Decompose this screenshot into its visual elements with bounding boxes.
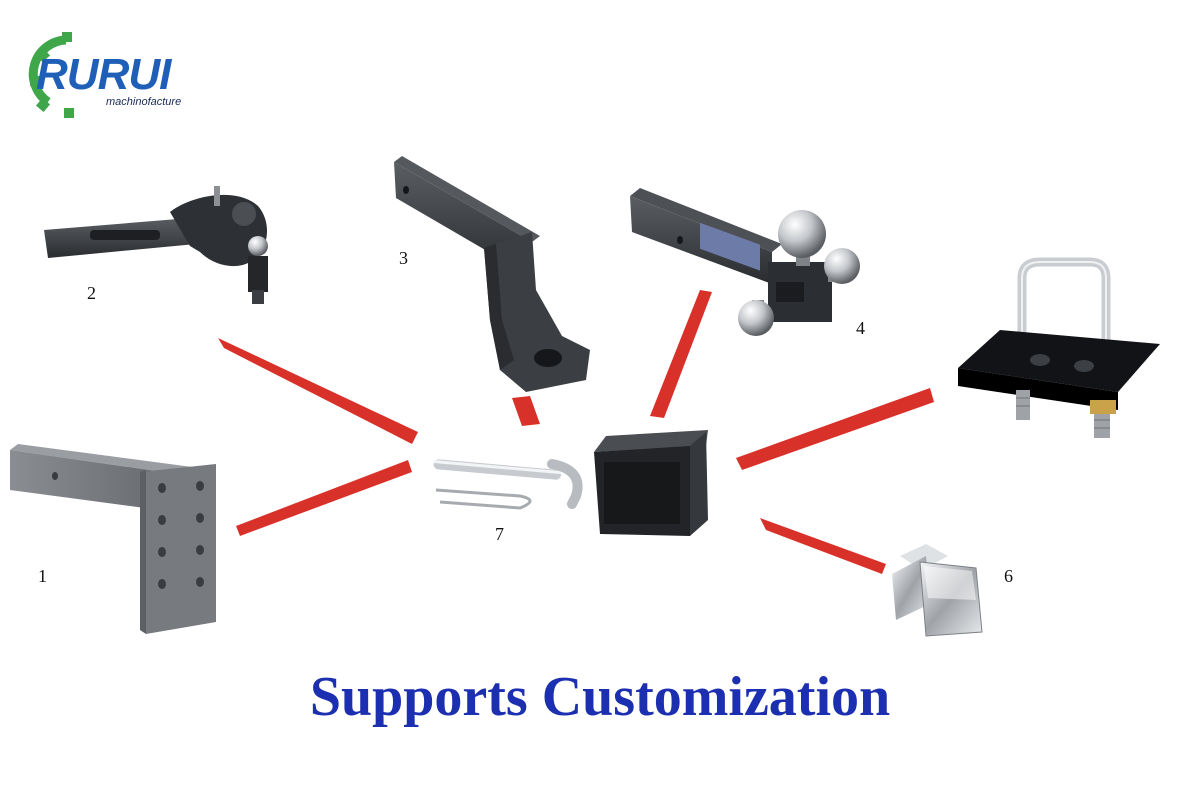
ray-to-item-3 (512, 396, 540, 426)
headline: Supports Customization (309, 666, 891, 728)
logo-wordmark-right: RUI (97, 50, 172, 99)
product-label-7: 7 (495, 524, 504, 544)
gear-icon (28, 32, 74, 118)
product-label-6: 6 (1004, 566, 1013, 586)
logo-wordmark: RURUI (36, 50, 172, 100)
product-label-4: 4 (856, 318, 865, 338)
product-item-7 (433, 459, 583, 510)
product-item-6 (892, 544, 983, 637)
ray-to-item-2 (218, 338, 418, 444)
product-label-2: 2 (87, 283, 96, 303)
product-item-3 (394, 156, 590, 392)
ray-to-item-1 (236, 460, 412, 536)
product-item-1 (10, 444, 216, 634)
product-item-2 (44, 186, 268, 304)
product-label-3: 3 (399, 248, 408, 268)
product-item-4 (630, 188, 860, 336)
ray-to-item-4 (650, 290, 712, 418)
product-item-receiver (594, 430, 708, 536)
product-item-5 (958, 257, 1160, 438)
ray-to-item-5 (736, 388, 934, 470)
product-label-1: 1 (38, 566, 47, 586)
connector-rays (218, 290, 934, 574)
logo-wordmark-left: RU (36, 50, 99, 99)
brand-logo: RURUI machinofacture (28, 30, 208, 125)
logo-tagline: machinofacture (106, 96, 182, 108)
ray-to-item-6 (760, 518, 886, 574)
